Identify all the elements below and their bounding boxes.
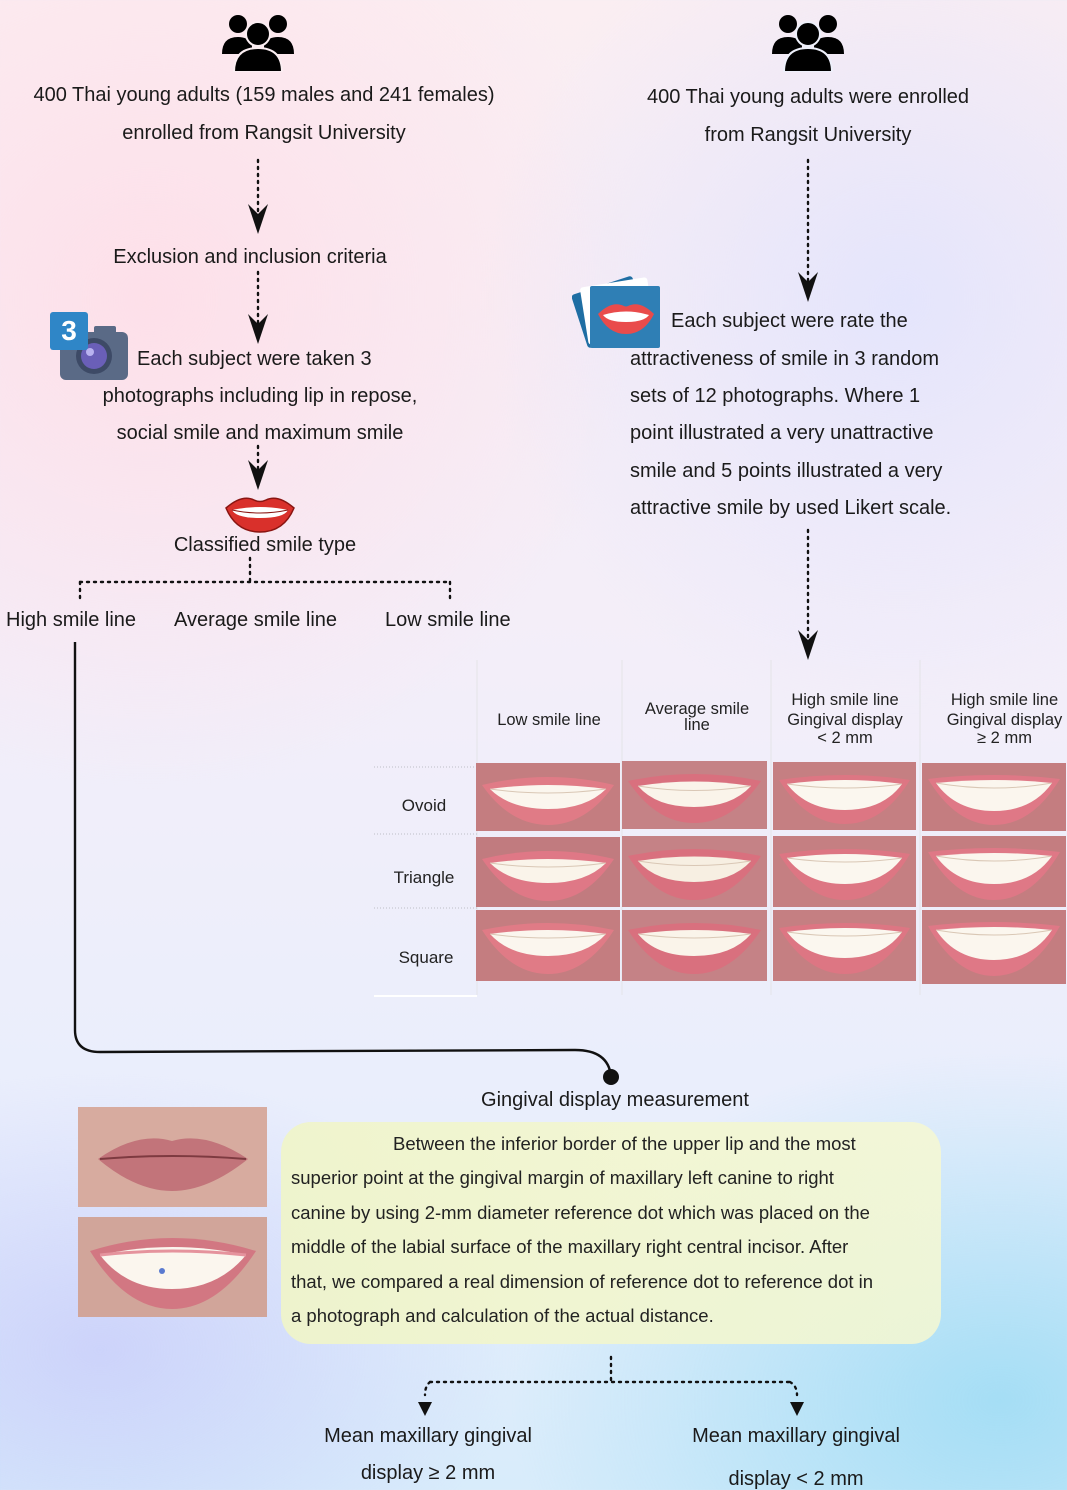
header-text: Low smile line — [497, 711, 601, 729]
left-enrollment-line2: enrolled from Rangsit University — [122, 122, 406, 144]
grid-col-header-high-ge2: High smile line Gingival display ≥ 2 mm — [922, 690, 1067, 746]
grid-col-header-high-lt2: High smile line Gingival display < 2 mm — [772, 690, 918, 746]
photos-line3: social smile and maximum smile — [116, 422, 404, 444]
measurement-description-box — [281, 1122, 941, 1344]
photos-line2: photographs including lip in repose, — [102, 385, 418, 407]
lips-icon — [224, 494, 296, 534]
outcome-lt2-line1: Mean maxillary gingival — [692, 1425, 900, 1447]
rating-line6: attractive smile by used Likert scale. — [630, 497, 952, 519]
grid-row-label-triangle: Triangle — [393, 868, 455, 887]
description-line4: middle of the labial surface of the maxi… — [291, 1236, 849, 1257]
description-line3: canine by using 2-mm diameter reference … — [291, 1202, 870, 1223]
type-high: High smile line — [6, 609, 137, 631]
smile-photo — [922, 763, 1066, 831]
photos-line1: Each subject were taken 3 — [137, 348, 372, 370]
header-text: Gingival display — [946, 711, 1063, 729]
description-line1: Between the inferior border of the upper… — [393, 1133, 856, 1154]
type-low: Low smile line — [385, 609, 511, 631]
outcome-ge2-line1: Mean maxillary gingival — [324, 1425, 532, 1447]
header-text: High smile line — [791, 691, 899, 709]
smile-photo — [922, 910, 1066, 984]
left-enrollment-line1: 400 Thai young adults (159 males and 241… — [33, 84, 495, 106]
header-text: Average smile — [644, 700, 750, 718]
smile-photo — [476, 763, 620, 831]
smile-photo — [476, 837, 620, 907]
smile-photo — [922, 836, 1066, 907]
description-line6: a photograph and calculation of the actu… — [291, 1305, 714, 1326]
grid-col-header-low: Low smile line — [478, 712, 620, 729]
rating-line4: point illustrated a very unattractive — [630, 422, 934, 444]
header-text: < 2 mm — [817, 729, 873, 747]
type-average: Average smile line — [174, 609, 338, 631]
header-text: High smile line — [950, 691, 1059, 709]
smile-photo — [773, 762, 916, 830]
classified-label: Classified smile type — [173, 534, 357, 556]
rating-line3: sets of 12 photographs. Where 1 — [630, 385, 921, 407]
smile-photo — [773, 910, 916, 981]
camera-badge-number: 3 — [61, 315, 77, 346]
people-icon — [222, 10, 294, 73]
lip-repose-photo — [78, 1107, 267, 1207]
criteria-label: Exclusion and inclusion criteria — [113, 246, 387, 268]
smile-measurement-photo — [78, 1217, 267, 1317]
header-text: Gingival display — [787, 711, 903, 729]
grid-col-header-average: Average smile line — [624, 700, 770, 734]
smile-photo — [622, 761, 767, 829]
grid-row-label-square: Square — [398, 948, 454, 967]
smile-photo — [622, 836, 767, 907]
rating-line2: attractiveness of smile in 3 random — [630, 348, 940, 370]
smile-photo — [773, 836, 916, 907]
people-icon — [772, 10, 844, 73]
smile-photo — [622, 910, 767, 981]
measurement-title: Gingival display measurement — [481, 1089, 749, 1111]
smile-photo — [476, 910, 620, 981]
photo-stack-icon — [571, 272, 664, 354]
rating-line1: Each subject were rate the — [671, 310, 908, 332]
camera-icon: 3 — [50, 312, 130, 382]
header-text: line — [684, 716, 710, 734]
rating-line5: smile and 5 points illustrated a very — [630, 460, 943, 482]
header-text: ≥ 2 mm — [977, 729, 1032, 747]
outcome-lt2-line2: display < 2 mm — [728, 1468, 864, 1490]
outcome-ge2-line2: display ≥ 2 mm — [360, 1462, 496, 1484]
description-line5: that, we compared a real dimension of re… — [291, 1271, 874, 1292]
grid-row-label-ovoid: Ovoid — [401, 796, 447, 815]
right-enrollment-line1: 400 Thai young adults were enrolled — [646, 86, 970, 108]
right-enrollment-line2: from Rangsit University — [704, 124, 912, 146]
description-line2: superior point at the gingival margin of… — [291, 1167, 834, 1188]
